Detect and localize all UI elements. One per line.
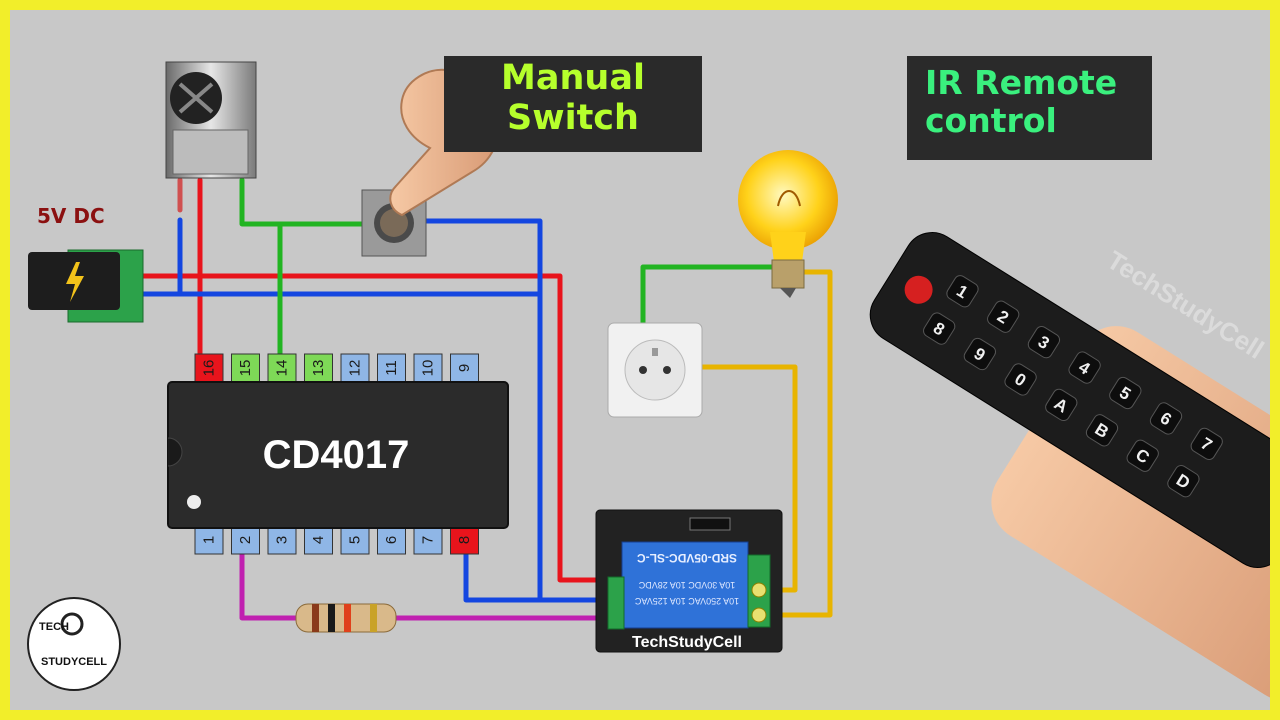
ir-remote-label: IR Remote control <box>907 56 1152 160</box>
wire-magenta <box>239 547 608 621</box>
ic-pin-14 <box>267 353 297 383</box>
ic-pin-label-14: 14 <box>274 360 291 377</box>
remote-key <box>963 337 997 371</box>
ic-pin-5 <box>340 525 370 555</box>
ic-pin-3 <box>267 525 297 555</box>
logo-bottom: STUDYCELL <box>41 656 107 668</box>
remote-key <box>1085 414 1119 447</box>
logo-top: TECH <box>39 621 69 633</box>
wire-green-clk <box>239 177 368 227</box>
remote-key <box>1190 427 1223 461</box>
remote-key <box>1004 363 1037 396</box>
ic-pin-11 <box>377 353 406 383</box>
ic-pin-label-9: 9 <box>456 364 473 372</box>
manual-label-line2: Switch <box>507 98 639 139</box>
manual-label-line1: Manual <box>501 58 645 98</box>
ic-pin-label-6: 6 <box>383 536 400 544</box>
wires <box>140 177 833 621</box>
resistor <box>295 603 397 633</box>
ic-pin-label-2: 2 <box>237 536 254 544</box>
relay-module: SRD-05VDC-SL-C 10A 250VAC 10A 125VAC 10A… <box>595 509 783 653</box>
ir-receiver <box>165 61 257 179</box>
dc-power-jack <box>28 249 144 323</box>
relay-rating-2: 10A 30VDC 10A 28VDC <box>638 580 735 590</box>
ic-pin-label-10: 10 <box>420 360 437 377</box>
remote-key <box>987 300 1020 333</box>
ic-pin-15 <box>231 353 260 383</box>
manual-switch-label: Manual Switch <box>444 56 702 152</box>
light-bulb <box>738 150 838 298</box>
wire-red-vcc <box>140 273 611 583</box>
relay-rating-1: 10A 250VAC 10A 125VAC <box>634 596 739 606</box>
remote-key <box>1027 325 1061 359</box>
remote-key <box>923 312 956 345</box>
push-button <box>361 189 427 257</box>
ic-pin-label-13: 13 <box>310 360 327 377</box>
relay-model: SRD-05VDC-SL-C <box>637 551 737 565</box>
remote-key <box>1149 402 1183 435</box>
ic-pin-label-12: 12 <box>347 360 364 377</box>
remote-key <box>1068 351 1101 384</box>
ic-name: CD4017 <box>263 433 410 477</box>
remote-key <box>1109 376 1142 410</box>
ic-pin-label-5: 5 <box>347 536 364 544</box>
ic-pin-label-15: 15 <box>237 360 254 377</box>
ic-pin-label-16: 16 <box>201 360 218 377</box>
ic-pin-9 <box>450 353 479 383</box>
relay-brand: TechStudyCell <box>632 634 742 651</box>
ic-pin-2 <box>231 525 260 555</box>
ic-pin-label-8: 8 <box>456 536 473 544</box>
wall-socket <box>607 322 703 418</box>
remote-key <box>1126 439 1159 472</box>
ic-pin-label-4: 4 <box>310 536 327 544</box>
remote-key <box>1045 388 1078 422</box>
ic-pin-label-7: 7 <box>420 536 437 544</box>
remote-key <box>1167 465 1200 498</box>
remote-key <box>946 275 979 308</box>
ic-pin-16 <box>194 353 224 383</box>
ic-pin-10 <box>413 353 443 383</box>
ir-label-line1: IR Remote <box>925 63 1118 102</box>
techstudycell-logo: TECH STUDYCELL <box>27 597 121 691</box>
ic-pin-label-11: 11 <box>383 360 400 376</box>
ic-pin-label-3: 3 <box>274 536 291 544</box>
ir-label-line2: control <box>925 100 1057 140</box>
power-label: 5V DC <box>37 204 105 228</box>
wire-yellow-2 <box>757 269 833 618</box>
ic-pin-7 <box>413 525 443 555</box>
ic-pin-label-1: 1 <box>201 536 218 544</box>
ic-pin-4 <box>304 525 333 555</box>
